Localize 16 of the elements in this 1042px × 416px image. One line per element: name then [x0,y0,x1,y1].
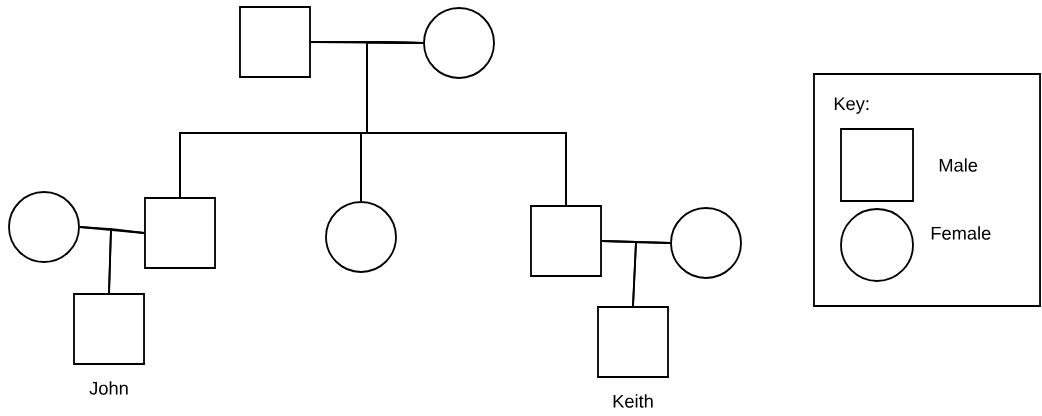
female-circle [8,191,80,263]
male-square [530,205,602,277]
male-square [144,197,216,269]
male-square [239,6,311,78]
pedigree-line [108,227,145,294]
female-circle [423,7,495,79]
legend-entry: Female [840,208,991,282]
name-label: John [89,381,128,395]
pedigree-line [366,41,567,206]
male-square [73,293,145,365]
name-label: Keith [613,394,653,408]
legend-entry: Male [840,128,978,202]
female-circle [325,201,397,273]
pedigree-line [632,241,671,307]
male-square [597,306,669,378]
female-circle [670,207,742,279]
